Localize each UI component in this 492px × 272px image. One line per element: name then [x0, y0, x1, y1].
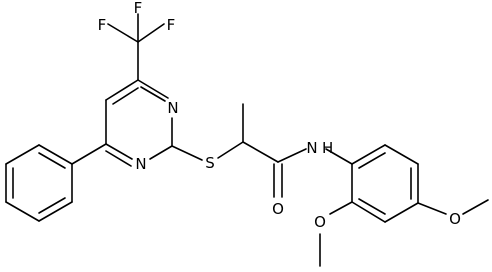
bond-c6-phenyl	[71, 143, 107, 165]
atom-f2: F	[134, 0, 143, 17]
bond-ph2-ph3	[38, 201, 73, 222]
bond-carbonyl-n	[277, 148, 307, 163]
bond-ph6-ph1-double	[38, 152, 66, 169]
bond-c5-c4	[105, 79, 139, 101]
bond-ar2-o	[329, 201, 353, 215]
bond-n1-c6-double	[105, 150, 132, 167]
bond-ar6-ar1-double	[358, 152, 386, 169]
atom-labels: F F F N N S N H O O O	[98, 0, 461, 231]
bond-cf3-c-f1	[107, 23, 139, 43]
atom-n-bottom: N	[135, 155, 146, 173]
bond-ar2-ar3-double	[358, 198, 386, 215]
bond-cf3-c-f3	[137, 23, 165, 43]
bond-ar4-o	[417, 202, 447, 215]
bond-ph6-ph1	[38, 144, 73, 165]
bond-ch-carbonyl	[242, 141, 279, 163]
bond-ar6-ar1	[351, 144, 386, 165]
atom-o-methoxy-para: O	[449, 210, 461, 228]
bond-c2-s	[171, 145, 203, 161]
atom-s: S	[205, 154, 215, 172]
bonds	[5, 13, 489, 267]
atom-nh-h: H	[322, 139, 333, 157]
bond-c4-n3-double	[140, 86, 166, 102]
bond-ph3-ph4	[5, 201, 40, 222]
bond-ar3-ar4	[384, 202, 419, 223]
atom-o-methoxy-ortho: O	[314, 213, 326, 231]
bond-o-ch3-para	[462, 199, 489, 215]
bond-s-ch	[217, 141, 244, 159]
bond-n1-c6	[105, 143, 133, 160]
atom-f1: F	[98, 16, 107, 34]
bond-c4-n3	[137, 79, 169, 99]
atom-o-carbonyl: O	[272, 200, 284, 218]
bond-c2-n1	[149, 145, 173, 160]
bond-ar5-ar6	[384, 144, 419, 165]
bond-ar2-ar3	[351, 201, 386, 223]
atom-n-top: N	[167, 99, 178, 117]
atom-f3: F	[167, 16, 176, 34]
atom-nh-n: N	[306, 139, 317, 157]
bond-n-aryl	[325, 148, 353, 165]
bond-c5-c4-double	[112, 87, 139, 105]
bond-ph2-ph3-double	[38, 197, 66, 214]
bond-ph5-ph6	[5, 144, 40, 165]
